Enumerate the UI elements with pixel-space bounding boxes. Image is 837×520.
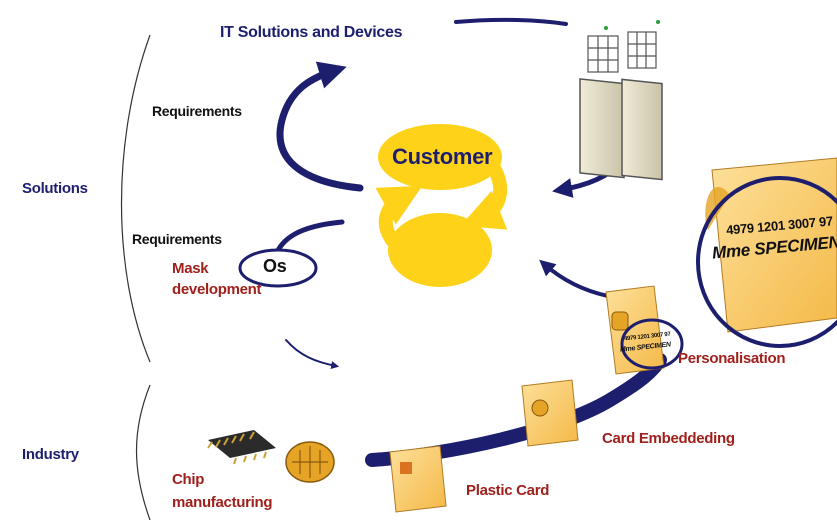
mask-to-customer-arrow: [285, 339, 340, 369]
label-requirements-bottom: Requirements: [132, 231, 222, 247]
magnified-card: [696, 157, 837, 348]
customer-cycle-left: [375, 185, 423, 247]
label-plastic-card: Plastic Card: [466, 482, 550, 499]
requirements-top-arrow: [276, 61, 364, 192]
label-mask-1: Mask: [172, 260, 209, 277]
magnifier-ring-large: [696, 176, 837, 348]
label-it-solutions: IT Solutions and Devices: [220, 24, 403, 41]
label-os: Os: [263, 256, 287, 276]
chip-module-icon: [285, 441, 335, 483]
label-customer: Customer: [392, 144, 493, 169]
chip-icon: [207, 430, 276, 465]
embedded-card: [521, 379, 579, 447]
label-chip-1: Chip: [172, 471, 205, 488]
label-personalisation: Personalisation: [678, 350, 786, 367]
personalisation-to-customer-arrow: [539, 259, 610, 298]
label-card-embedding: Card Embeddeding: [602, 430, 735, 447]
solutions-bracket: [120, 34, 151, 363]
customer-cycle-right: [460, 161, 508, 230]
plastic-card: [389, 445, 447, 513]
industry-bracket: [135, 384, 151, 520]
label-industry: Industry: [22, 446, 79, 463]
os-oval: [238, 248, 318, 288]
solutions-to-server-arrow: [454, 17, 568, 26]
magnifier-ring-small: [620, 318, 684, 370]
personalisation-card: [605, 285, 684, 375]
label-solutions: Solutions: [22, 180, 88, 197]
customer-oval-top: [378, 124, 502, 190]
server-icon: [579, 20, 663, 181]
customer-oval-bottom: [388, 213, 492, 287]
label-chip-2: manufacturing: [172, 494, 273, 511]
label-requirements-top: Requirements: [152, 103, 242, 119]
label-mask-2: development: [172, 281, 262, 298]
